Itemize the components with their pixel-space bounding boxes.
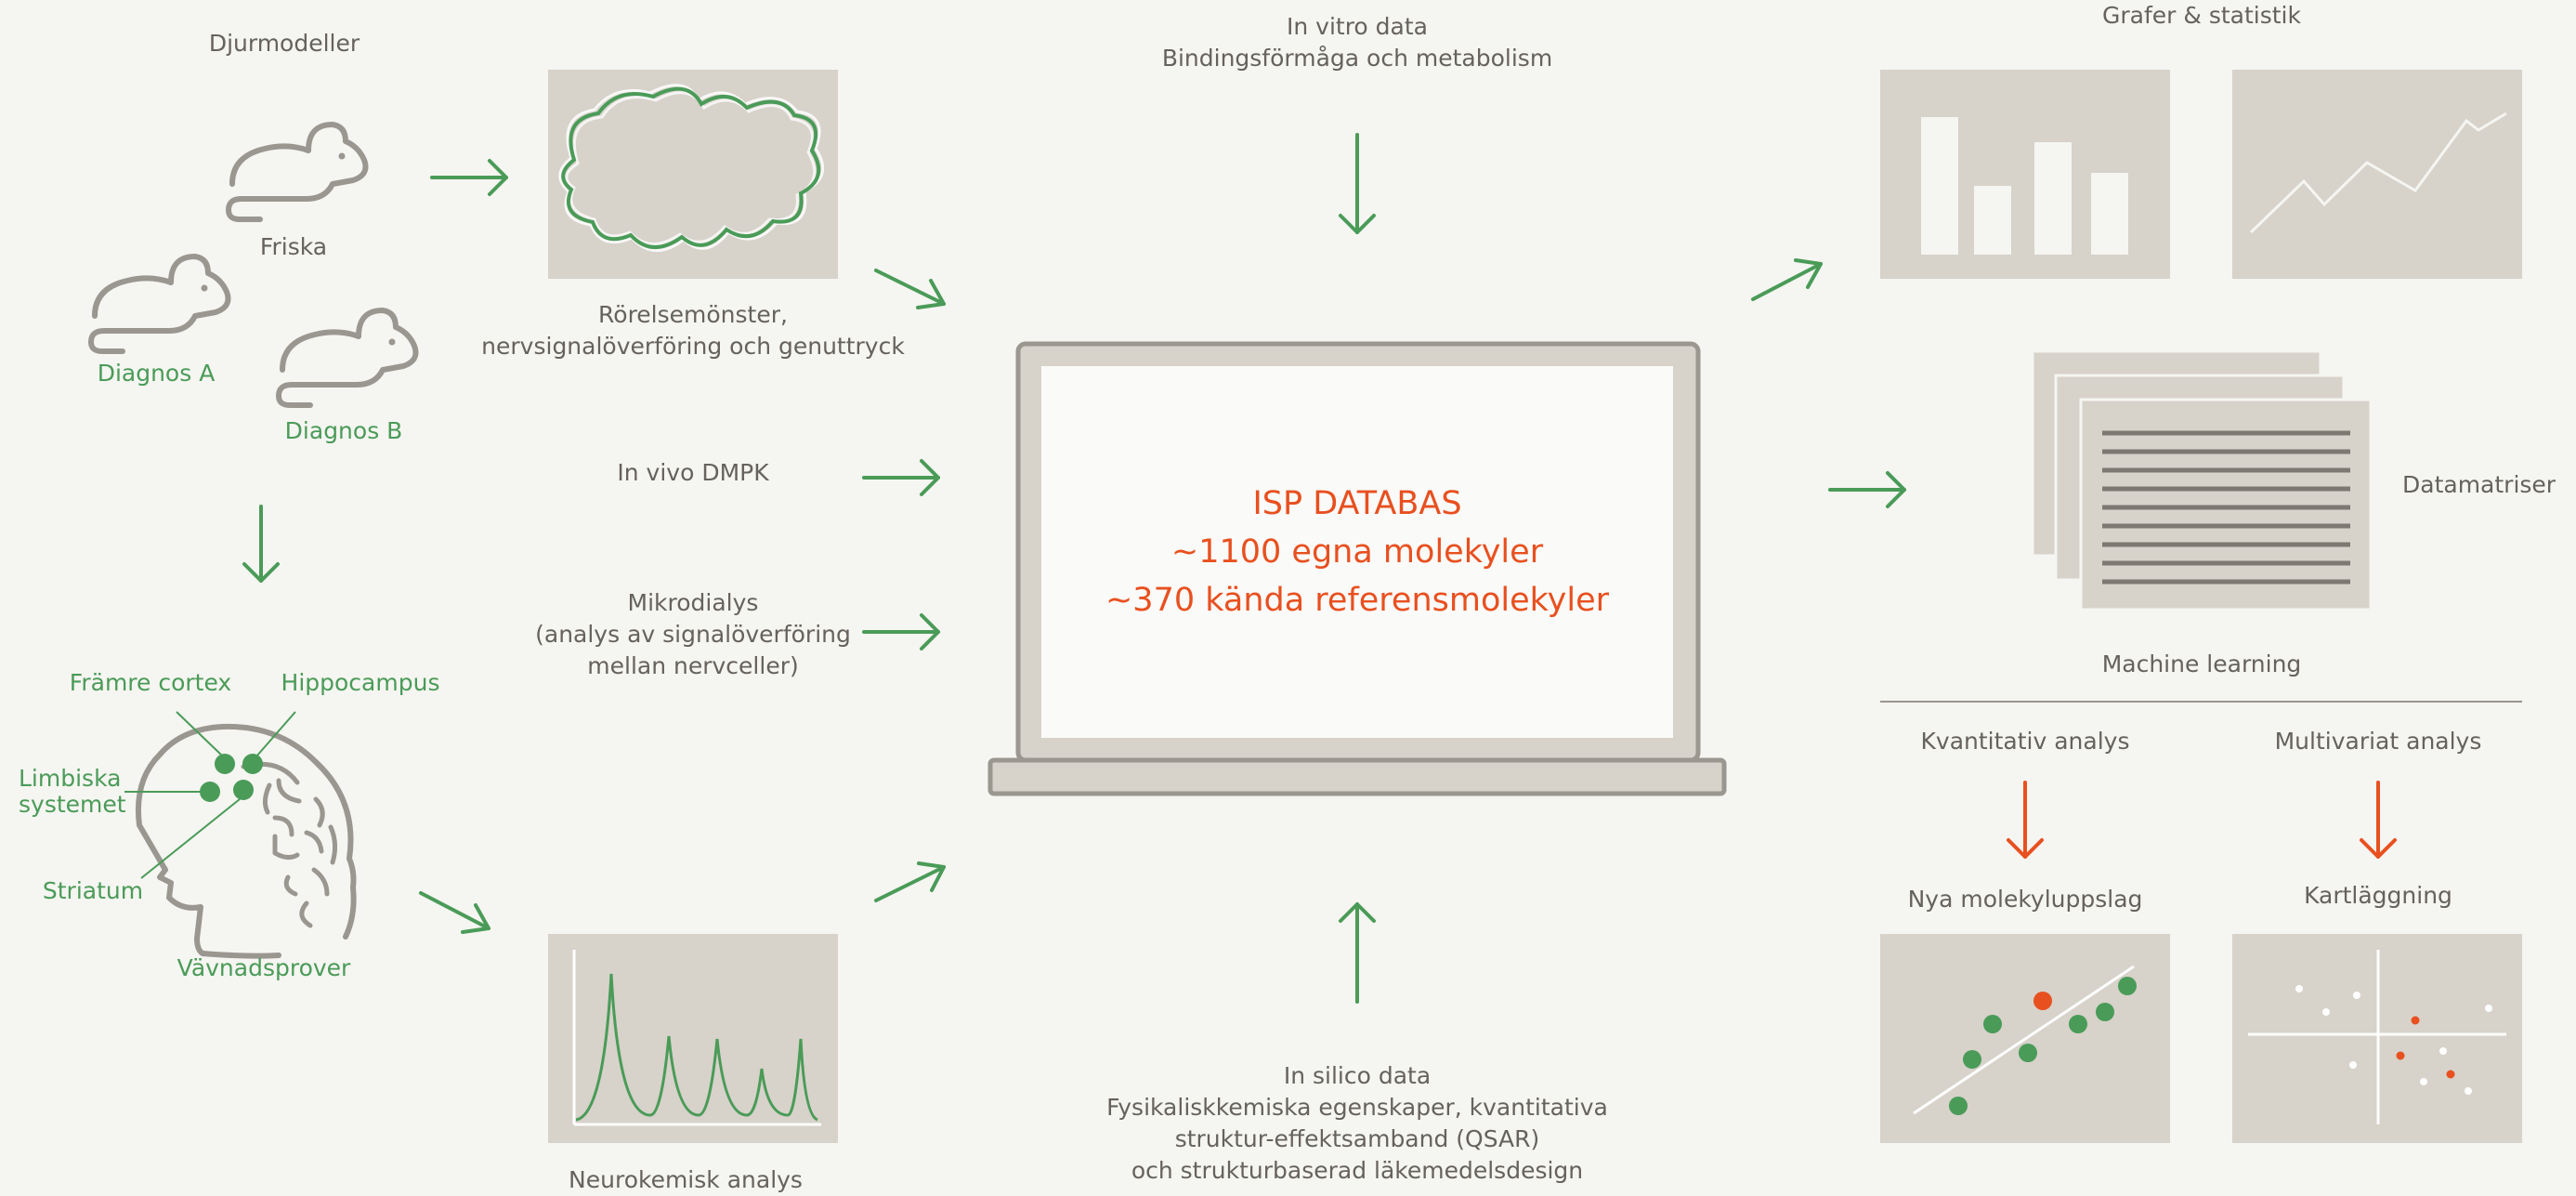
mouse-icon-diagnos-b [276, 308, 419, 408]
label-nya-molekyl: Nya molekyluppslag [1907, 886, 2143, 913]
database-screen: ISP DATABAS ~1100 egna molekyler ~370 kä… [1041, 366, 1673, 738]
line-chart-panel [2232, 70, 2522, 279]
scatter-regression-icon [1913, 965, 2137, 1115]
label-in-silico: In silico data Fysikaliskkemiska egenska… [1106, 1062, 1608, 1184]
label-kvantitativ: Kvantitativ analys [1920, 728, 2130, 755]
mouse-icon-diagnos-a [88, 254, 231, 354]
label-diagnos-a: Diagnos A [97, 360, 216, 387]
label-neurokemisk: Neurokemisk analys [569, 1166, 803, 1193]
label-djurmodeller: Djurmodeller [208, 30, 360, 57]
label-vavnadsprover: Vävnadsprover [177, 954, 351, 981]
movement-trace-icon [558, 84, 825, 252]
flow-arrows [242, 133, 1906, 1004]
label-friska: Friska [259, 233, 328, 260]
label-hippocampus: Hippocampus [281, 669, 440, 696]
line-chart-icon [2249, 112, 2507, 234]
label-grafer: Grafer & statistik [2102, 2, 2301, 29]
analysis-arrows [2007, 781, 2397, 859]
label-diagnos-b: Diagnos B [284, 417, 403, 444]
label-mikrodialys: Mikrodialys (analys av signalöverföring … [535, 589, 851, 679]
database-title: ISP DATABAS [1252, 485, 1462, 522]
label-framre-cortex: Främre cortex [69, 669, 232, 696]
database-line1: ~1100 egna molekyler [1170, 533, 1544, 571]
brain-leader-lines [124, 711, 296, 879]
brain-head-icon [135, 723, 357, 959]
mouse-icon-friska [226, 122, 369, 222]
label-datamatriser: Datamatriser [2402, 471, 2556, 498]
neurochemical-panel [548, 934, 838, 1143]
neurochemical-peaks-icon [572, 950, 821, 1126]
label-in-vitro: In vitro data Bindingsförmåga och metabo… [1161, 13, 1553, 72]
label-kartlaggning: Kartläggning [2304, 882, 2452, 909]
data-matrix-icon [2031, 349, 2373, 611]
label-rorelsemonster: Rörelsemönster, nervsignalöverföring och… [481, 301, 905, 360]
bar-chart-icon [1921, 117, 2128, 255]
database-line2: ~370 kända referensmolekyler [1105, 582, 1610, 619]
laptop-icon [987, 341, 1727, 796]
label-in-vivo-dmpk: In vivo DMPK [617, 459, 769, 486]
label-striatum: Striatum [42, 877, 144, 904]
label-machine-learning: Machine learning [2101, 651, 2302, 677]
brain-regions-dots [200, 754, 263, 802]
scatter-quadrant-icon [2248, 950, 2506, 1124]
label-limbiska: Limbiska systemet [19, 765, 126, 818]
label-multivariat: Multivariat analys [2274, 728, 2482, 755]
